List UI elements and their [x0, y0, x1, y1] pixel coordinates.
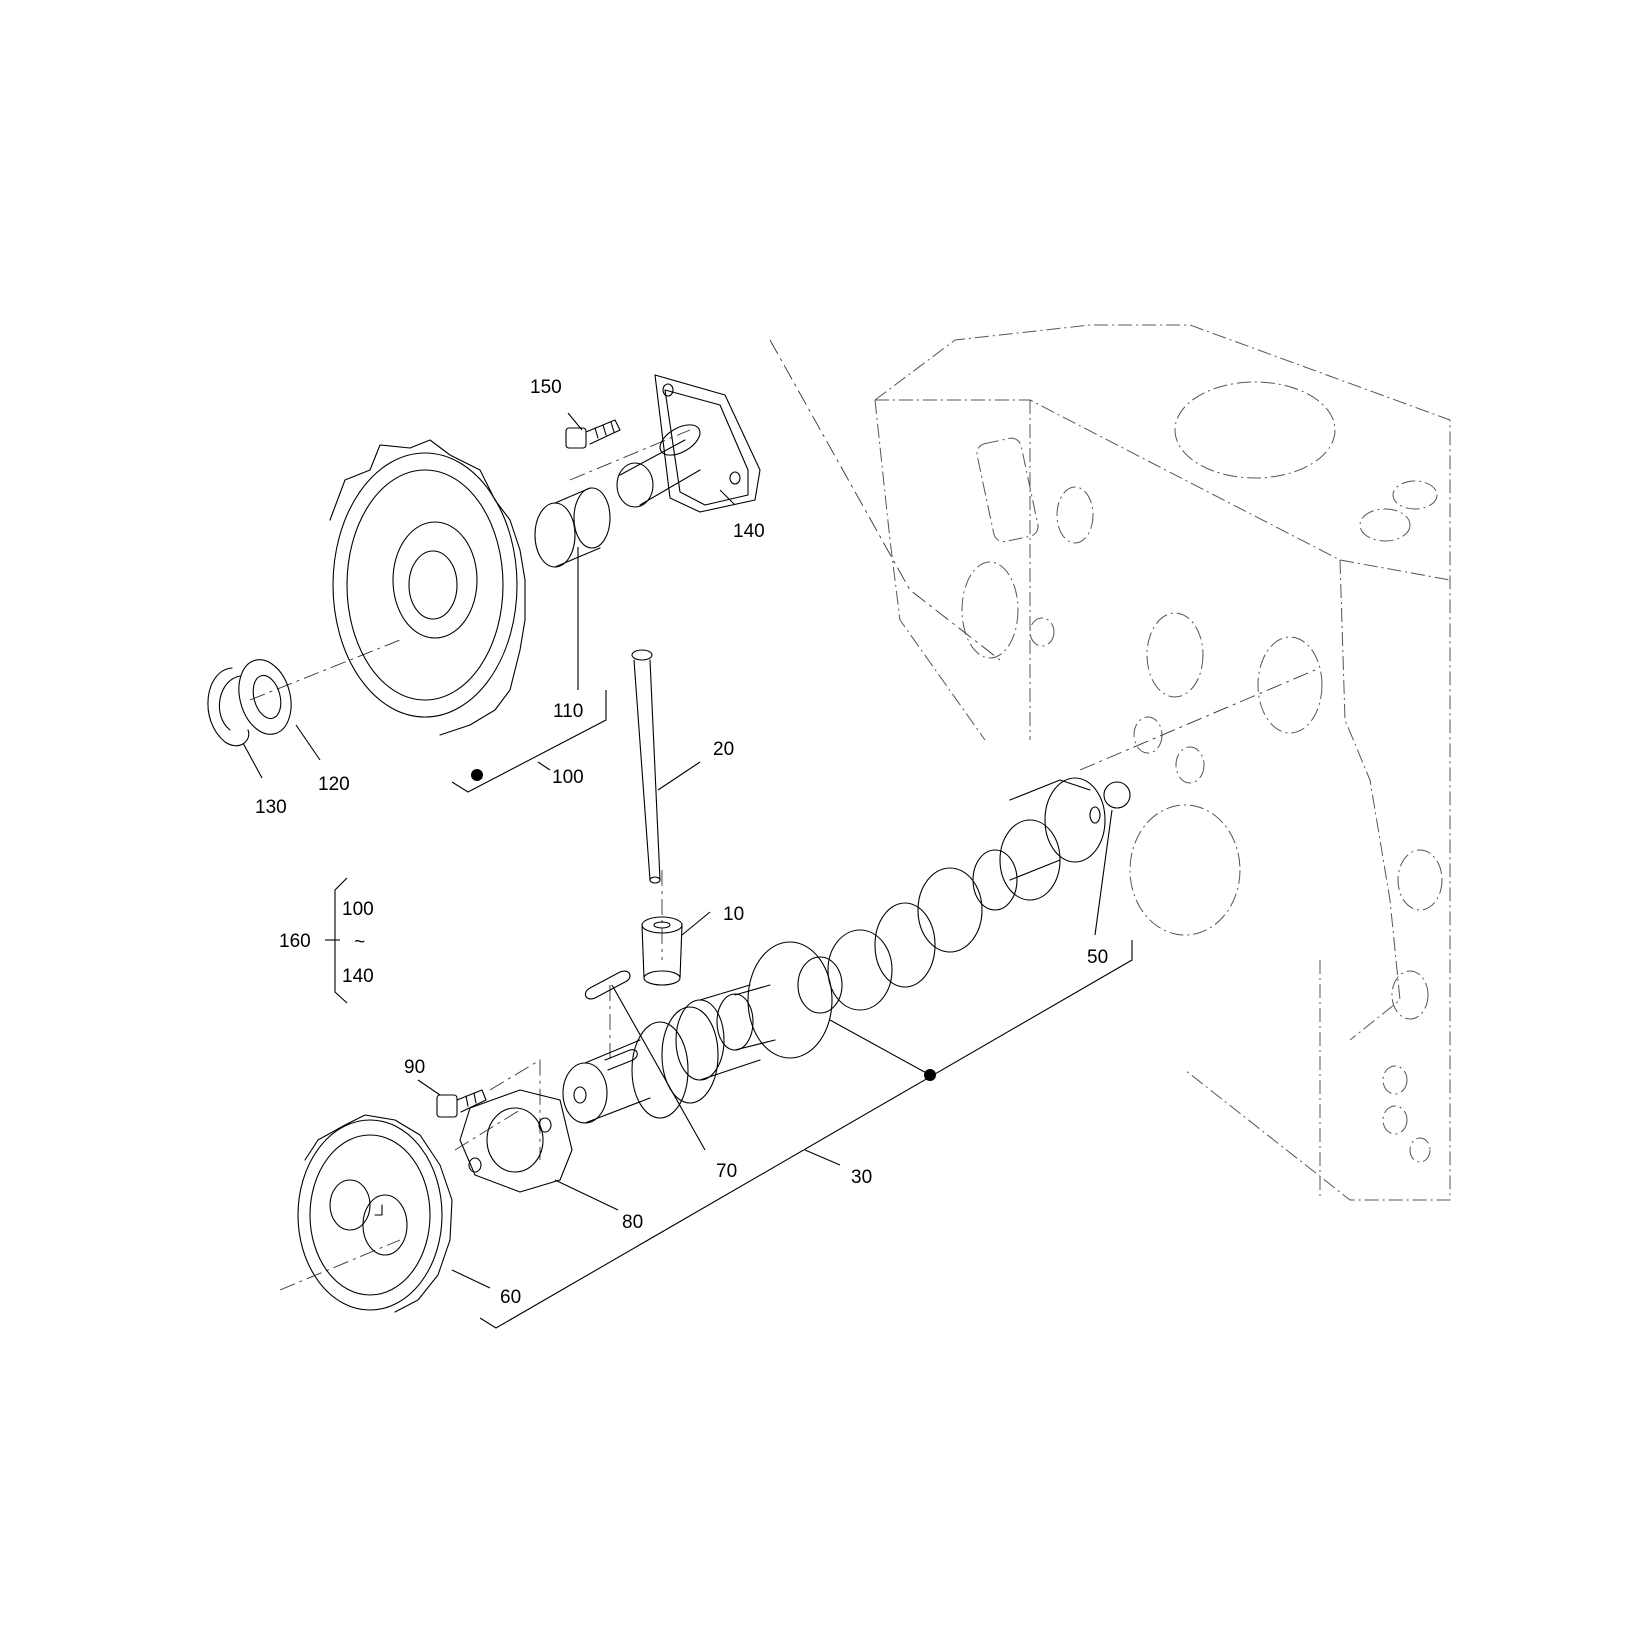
- callout-110: 110: [553, 701, 583, 722]
- shaft-bolt: [565, 419, 621, 449]
- callout-160: 160: [279, 931, 311, 952]
- kit-bracket-from: 100: [342, 899, 374, 920]
- steel-ball: [1103, 781, 1131, 809]
- assembly-dot-30: [924, 1069, 936, 1081]
- idler-bushing: [534, 487, 611, 568]
- push-rod: [631, 649, 661, 884]
- callout-140: 140: [733, 521, 765, 542]
- callout-50: 50: [1087, 947, 1108, 968]
- kit-bracket-tilde: ~: [354, 932, 365, 953]
- tappet: [641, 916, 683, 986]
- camshaft: [562, 777, 1106, 1124]
- plate-bolt: [436, 1089, 487, 1118]
- callout-20: 20: [713, 739, 734, 760]
- callout-70: 70: [716, 1161, 737, 1182]
- cam-gear: [297, 1114, 453, 1313]
- idler-shaft: [616, 374, 761, 513]
- callout-90: 90: [404, 1057, 425, 1078]
- kit-bracket-to: 140: [342, 966, 374, 987]
- leader-lines: [242, 412, 1133, 1329]
- callout-150: 150: [530, 377, 562, 398]
- thrust-washer: [238, 659, 292, 735]
- assembly-axes: [249, 339, 1316, 1291]
- snap-ring: [207, 667, 250, 747]
- callout-60: 60: [500, 1287, 521, 1308]
- callout-10: 10: [723, 904, 744, 925]
- callout-labels: 150 140 110 100 120 130 20 10 50 90 70 3…: [255, 377, 1108, 1308]
- assembly-dot-100: [471, 769, 483, 781]
- callout-30: 30: [851, 1167, 872, 1188]
- thrust-plate: [459, 1089, 573, 1193]
- feather-key: [584, 970, 631, 1000]
- callout-100: 100: [552, 767, 584, 788]
- engine-block-outline: [874, 324, 1451, 1201]
- idler-gear: [329, 439, 526, 736]
- callout-130: 130: [255, 797, 287, 818]
- callout-80: 80: [622, 1212, 643, 1233]
- kit-bracket: 100 ~ 140: [342, 899, 374, 987]
- callout-120: 120: [318, 774, 350, 795]
